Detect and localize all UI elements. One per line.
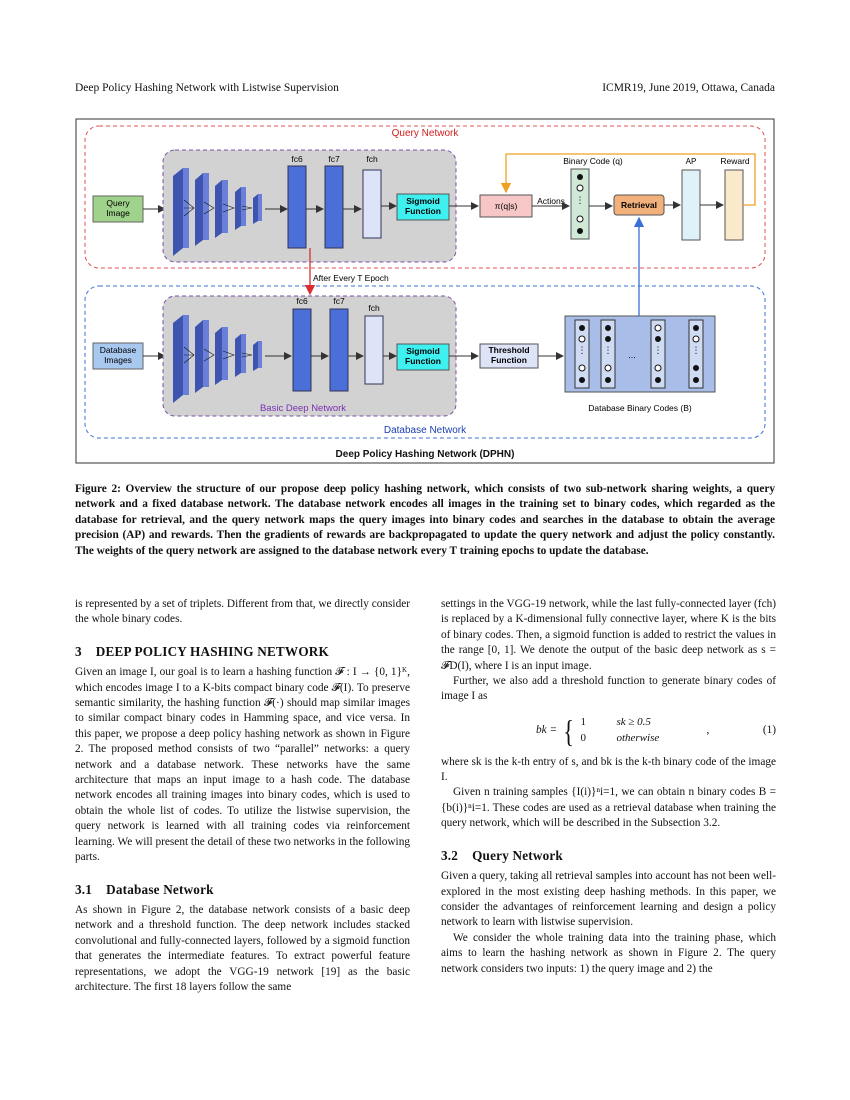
database-conv-stack [173,315,262,403]
query-network-label: Query Network [392,128,460,139]
figure-caption: Figure 2: Overview the structure of our … [75,483,775,557]
basic-deep-network-label: Basic Deep Network [260,403,346,414]
svg-text:⋮: ⋮ [576,195,585,205]
db-fc6 [292,308,312,392]
left-column: is represented by a set of triplets. Dif… [75,597,410,995]
db-code-3: ⋮ [650,319,666,389]
query-fch [362,169,382,239]
db-sigmoid-box [396,343,450,371]
db-fc6-label: fc6 [296,296,308,306]
retrieval-label: Retrieval [621,200,657,210]
db-code-2: ⋮ [600,319,616,389]
db-fch [364,315,384,385]
paragraph: where sk is the k-th entry of s, and bk … [441,755,776,784]
figure-2: Query Network Database Network Deep Poli… [75,118,775,464]
paragraph: Given n training samples {I(i)}ⁿi=1, we … [441,786,776,830]
query-fc7 [324,165,344,249]
binary-code-label: Binary Code (q) [563,156,623,166]
query-fch-label: fch [366,154,378,164]
binary-code-vector [570,168,590,240]
db-code-4: ⋮ [688,319,704,389]
running-header-venue: ICMR19, June 2019, Ottawa, Canada [602,82,775,94]
ap-label: AP [686,157,697,166]
paragraph: Further, we also add a threshold functio… [441,675,776,703]
db-fc7-label: fc7 [333,296,345,306]
db-code-1: ⋮ [574,319,590,389]
reward-label: Reward [720,156,750,166]
svg-text:⋮: ⋮ [604,345,613,355]
query-fc6-label: fc6 [291,154,303,164]
database-network-region [84,285,766,439]
svg-text:⋮: ⋮ [578,345,587,355]
paragraph: Given an image I, our goal is to learn a… [75,666,410,864]
paragraph: Given a query, taking all retrieval samp… [441,870,776,929]
dphn-title: Deep Policy Hashing Network (DPHN) [336,449,515,460]
right-column: settings in the VGG-19 network, while th… [441,597,776,977]
db-fch-label: fch [368,303,380,313]
eq-lhs: bk = [536,724,558,737]
actions-label: Actions [537,196,565,206]
query-fc7-label: fc7 [328,154,340,164]
svg-text:⋮: ⋮ [692,345,701,355]
query-network-region [84,125,766,269]
reward-bar [724,169,744,241]
query-fc6 [287,165,307,249]
paragraph: settings in the VGG-19 network, while th… [441,598,776,672]
paragraph: We consider the whole training data into… [441,931,776,975]
query-conv-stack [173,168,262,256]
db-fc7 [329,308,349,392]
paragraph: is represented by a set of triplets. Dif… [75,598,410,626]
paragraph: As shown in Figure 2, the database netwo… [75,903,410,993]
database-network-label: Database Network [384,425,467,436]
policy-label: π(q|s) [495,201,518,211]
query-sigmoid-box [396,193,450,221]
binary-code-bits: ⋮ [576,174,585,234]
equation-number: (1) [762,724,776,737]
db-codes-ellipsis: ... [628,350,636,360]
running-header-title: Deep Policy Hashing Network with Listwis… [75,82,339,94]
ap-bar [681,169,701,241]
reward-feedback-arrow [500,153,756,206]
svg-text:⋮: ⋮ [654,345,663,355]
epoch-note: After Every T Epoch [313,273,389,283]
threshold-box [479,343,539,369]
database-images-box [92,342,144,370]
db-codes-label: Database Binary Codes (B) [588,403,692,413]
